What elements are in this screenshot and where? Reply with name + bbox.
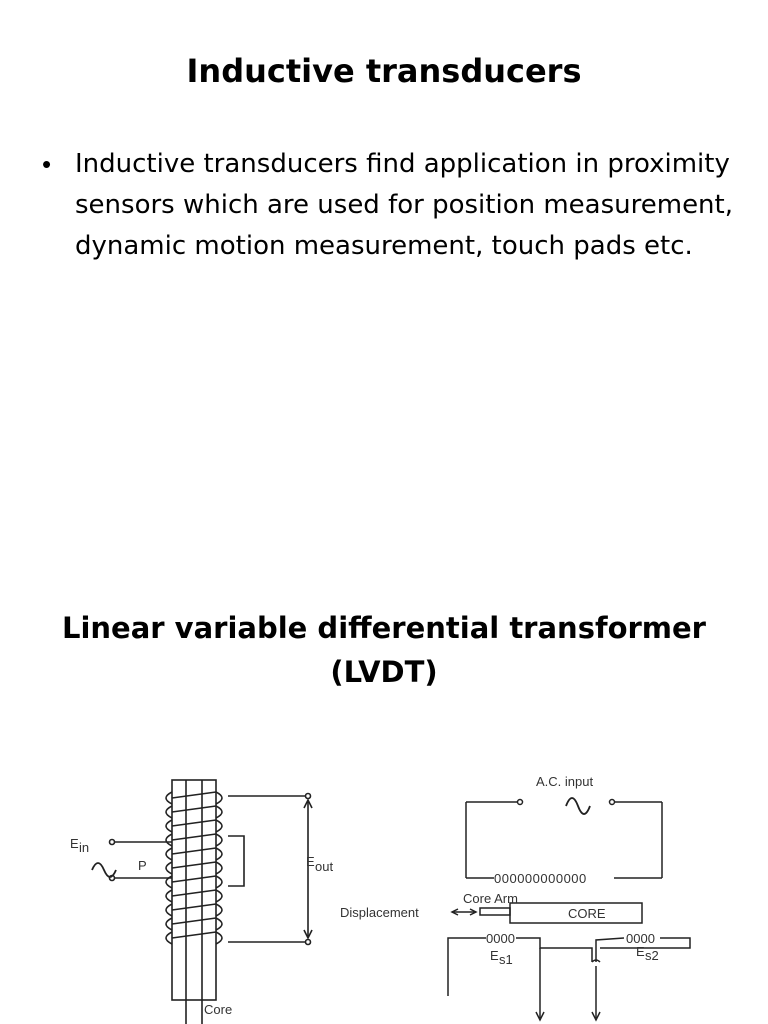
es2-coil: 0000	[626, 931, 655, 946]
eout-label: E	[306, 854, 315, 869]
core-box-label: CORE	[568, 906, 606, 921]
core-arm-label: Core Arm	[463, 891, 518, 906]
bullet-text: Inductive transducers find application i…	[75, 149, 733, 261]
core-label: Core	[204, 1002, 232, 1017]
section-subtitle: Linear variable differential transformer…	[61, 611, 706, 689]
ein-subscript: in	[79, 840, 89, 855]
coil-windings	[165, 791, 223, 945]
primary-coil: 000000000000	[494, 871, 587, 886]
lvdt-right-schematic	[447, 797, 691, 1022]
ein-label: E	[70, 836, 79, 851]
ac-input-label: A.C. input	[536, 774, 593, 789]
eout-subscript: out	[315, 859, 333, 874]
es2-subscript: s2	[645, 948, 659, 963]
core-rod	[171, 779, 217, 1001]
es1-label: E	[490, 948, 499, 963]
slide-title: Inductive transducers	[186, 52, 582, 90]
displacement-label: Displacement	[340, 905, 419, 920]
lvdt-diagram: E in P E out Core	[70, 774, 691, 1024]
es1-subscript: s1	[499, 952, 513, 967]
es1-coil: 0000	[486, 931, 515, 946]
es2-label: E	[636, 944, 645, 959]
p-label: P	[138, 858, 147, 873]
lvdt-figure: E in P E out Core	[0, 740, 768, 1024]
lvdt-left-schematic	[91, 779, 313, 1024]
bullet-marker: •	[42, 149, 52, 179]
